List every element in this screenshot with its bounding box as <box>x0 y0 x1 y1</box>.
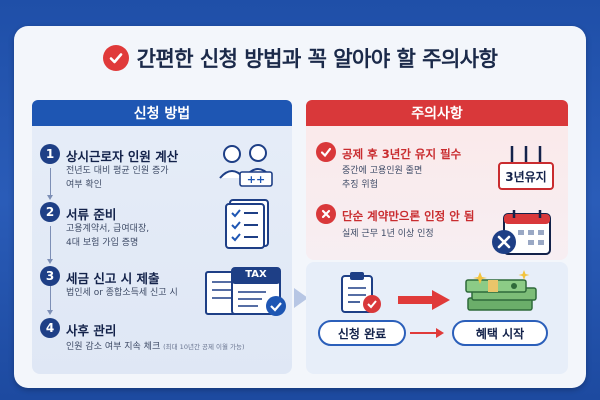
step-desc-line: 법인세 or 종합소득세 신고 시 <box>66 288 178 298</box>
check-circle-icon <box>102 45 129 71</box>
caution-desc: 실제 근무 1년 이상 인정 <box>342 227 434 241</box>
step-desc: 고용계약서, 급여대장, 4대 보험 가입 증명 <box>66 222 149 250</box>
step-desc: 법인세 or 종합소득세 신고 시 <box>66 286 178 300</box>
flow-start-pill: 신청 완료 <box>318 320 406 346</box>
three-year-badge: 3년유지 <box>498 162 554 190</box>
clipboard-check-icon <box>341 272 381 313</box>
caution-desc-line: 추징 위험 <box>342 180 378 190</box>
step-number: 4 <box>40 318 60 338</box>
chevron-right-icon <box>294 288 308 308</box>
money-stack-icon <box>465 270 537 311</box>
step-number: 2 <box>40 202 60 222</box>
step-desc: 전년도 대비 평균 인원 증가 여부 확인 <box>66 164 169 192</box>
page-title: 간편한 신청 방법과 꼭 알아야 할 주의사항 <box>136 47 498 71</box>
step-desc-line: 고용계약서, 급여대장, <box>66 224 150 234</box>
arrow-down-icon <box>47 259 53 264</box>
step-title: 사후 관리 <box>66 323 117 338</box>
step-desc-line: 4대 보험 가입 증명 <box>66 238 139 248</box>
caution-desc-line: 실제 근무 1년 이상 인정 <box>342 229 434 239</box>
step-number: 1 <box>40 144 60 164</box>
step-title: 세금 신고 시 제출 <box>66 271 160 286</box>
step-connector <box>50 285 51 311</box>
flow-end-pill: 혜택 시작 <box>452 320 548 346</box>
tax-document-icon: TAX <box>204 264 292 320</box>
calendar-cancel-icon <box>492 210 551 255</box>
people-search-icon: ++ <box>219 144 273 187</box>
arrow-right-icon <box>398 290 450 310</box>
caution-title: 단순 계약만으론 인정 안 됨 <box>342 209 475 223</box>
arrow-right-icon <box>410 328 444 338</box>
step-desc: 인원 감소 여부 지속 체크 (최대 10년간 공제 이월 가능) <box>66 340 245 354</box>
arrow-down-icon <box>47 310 53 315</box>
check-circle-icon <box>316 142 336 162</box>
step-title: 서류 준비 <box>66 207 117 222</box>
step-number: 3 <box>40 266 60 286</box>
title-row: 간편한 신청 방법과 꼭 알아야 할 주의사항 <box>0 38 600 78</box>
caution-header: 주의사항 <box>306 100 568 126</box>
caution-desc-line: 중간에 고용인원 줄면 <box>342 166 423 176</box>
calendar-rings-icon <box>510 146 542 164</box>
caution-desc: 중간에 고용인원 줄면 추징 위험 <box>342 164 422 192</box>
caution-title: 공제 후 3년간 유지 필수 <box>342 147 462 161</box>
close-circle-icon <box>316 204 336 224</box>
step-desc-line: 여부 확인 <box>66 180 102 190</box>
step-desc-line: 전년도 대비 평균 인원 증가 <box>66 166 169 176</box>
checklist-icon <box>225 199 269 249</box>
step-desc-note: (최대 10년간 공제 이월 가능) <box>163 343 245 351</box>
step-connector <box>50 226 51 260</box>
arrow-down-icon <box>47 195 53 200</box>
step-connector <box>50 168 51 196</box>
step-desc-line: 인원 감소 여부 지속 체크 <box>66 342 161 352</box>
step-title: 상시근로자 인원 계산 <box>66 149 179 164</box>
method-header: 신청 방법 <box>32 100 292 126</box>
svg-text:++: ++ <box>247 173 265 186</box>
tax-label: TAX <box>245 269 267 280</box>
